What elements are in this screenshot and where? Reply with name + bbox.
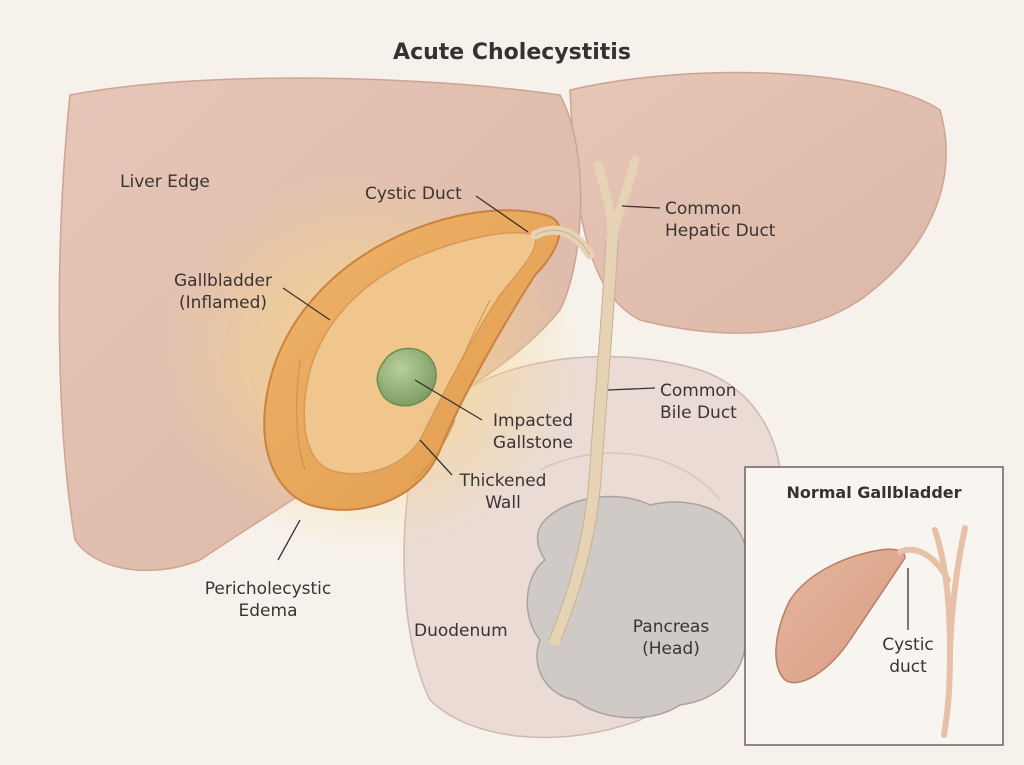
common-bile-duct-edge (548, 239, 619, 641)
leader-pericholecystic-edema (277, 519, 301, 561)
common-bile-duct (549, 234, 618, 646)
duodenum-inner-curve (539, 452, 721, 501)
leader-common-bile-duct (607, 387, 656, 391)
inset-title: Normal Gallbladder (786, 483, 962, 502)
inset-gallbladder (775, 548, 906, 684)
label-common-bile-duct: Common Bile Duct (660, 381, 737, 423)
label-pericholecystic-edema: Pericholecystic Edema (204, 579, 332, 621)
leader-impacted-gallstone (414, 379, 483, 421)
impacted-gallstone (376, 347, 437, 407)
liver-right-lobe (569, 71, 947, 334)
label-thickened-wall: Thickened Wall (459, 471, 547, 513)
label-common-hepatic-duct: Common Hepatic Duct (665, 199, 776, 241)
common-hepatic-duct (593, 155, 640, 245)
leader-common-hepatic-duct (621, 205, 661, 209)
leader-gallbladder (282, 287, 331, 321)
leader-thickened-wall (419, 439, 453, 476)
leader-cystic-duct (475, 195, 529, 233)
inset-label-cystic-duct: Cystic duct (882, 635, 934, 677)
label-duodenum: Duodenum (414, 621, 508, 641)
leader-lines (277, 195, 661, 561)
wall-texture (296, 299, 491, 481)
label-liver-edge: Liver Edge (120, 172, 210, 192)
cystic-duct-edge (534, 229, 591, 256)
label-pancreas: Pancreas (Head) (632, 617, 710, 659)
page-title: Acute Cholecystitis (393, 40, 631, 65)
label-gallbladder: Gallbladder (Inflamed) (174, 271, 272, 313)
label-impacted-gallstone: Impacted Gallstone (492, 411, 574, 453)
inset-box (744, 466, 1004, 746)
label-cystic-duct: Cystic Duct (365, 184, 462, 204)
inset-bile-duct (932, 525, 968, 738)
